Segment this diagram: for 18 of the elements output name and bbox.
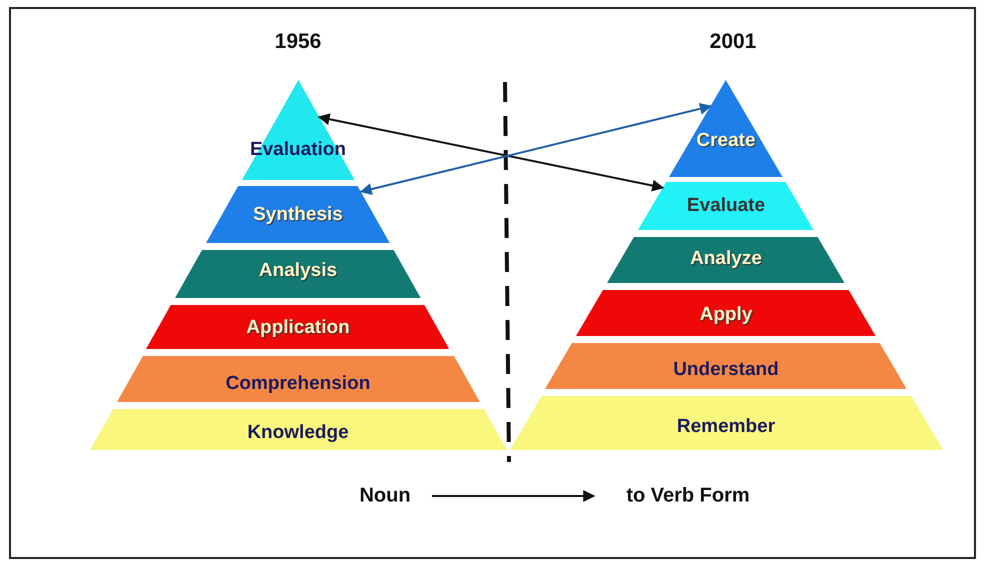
- level-label: Comprehension: [226, 373, 370, 395]
- form-label: Noun: [359, 484, 411, 508]
- level-label: Evaluate: [686, 195, 766, 217]
- level-label: Application: [246, 317, 350, 339]
- arrow: [360, 102, 712, 195]
- year-heading: 2001: [710, 30, 756, 54]
- level-label: Synthesis: [253, 204, 343, 226]
- level-label: Remember: [676, 416, 776, 438]
- level-label: Understand: [673, 359, 779, 381]
- arrow: [432, 490, 596, 502]
- arrow: [318, 113, 664, 192]
- level-label: Create: [696, 130, 756, 152]
- level-label: Analyze: [690, 248, 762, 270]
- form-label: to Verb Form: [626, 484, 750, 508]
- level-label: Analysis: [258, 260, 338, 282]
- year-heading: 1956: [274, 30, 322, 54]
- level-label: Apply: [700, 304, 752, 326]
- level-label: Knowledge: [247, 422, 349, 444]
